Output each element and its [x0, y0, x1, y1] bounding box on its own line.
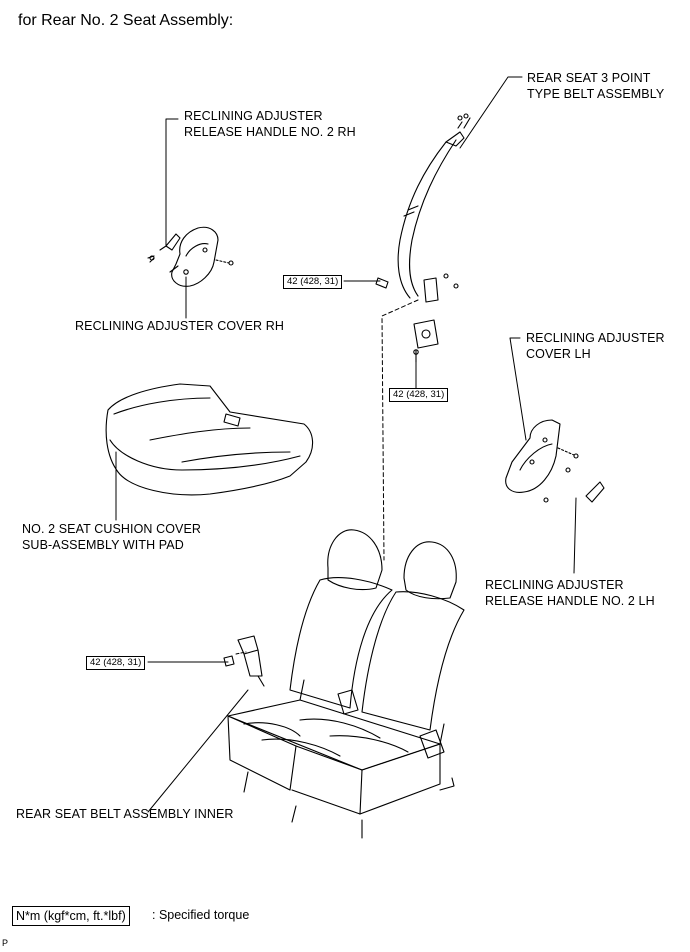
legend-meaning: : Specified torque: [152, 908, 250, 922]
corner-mark: P: [2, 938, 9, 948]
legend-unit-box: N*m (kgf*cm, ft.*lbf): [12, 906, 130, 926]
release-handle-rh: [147, 233, 234, 266]
page-heading: for Rear No. 2 Seat Assembly:: [18, 12, 234, 29]
rear-seat-frame: [227, 529, 465, 839]
label-belt-inner: REAR SEAT BELT ASSEMBLY INNER: [16, 807, 234, 821]
torque-inner-anchor: 42 (428, 31): [86, 656, 146, 670]
torque-upper-anchor: 42 (428, 31): [283, 275, 343, 289]
label-3-point-belt: REAR SEAT 3 POINT TYPE BELT ASSEMBLY: [527, 71, 665, 101]
label-release-handle-lh: RECLINING ADJUSTER RELEASE HANDLE NO. 2 …: [485, 578, 655, 608]
label-cover-lh: RECLINING ADJUSTER COVER LH: [526, 331, 665, 361]
seat-cushion: [105, 383, 314, 496]
leader-lines: [115, 76, 577, 813]
label-seat-cushion: NO. 2 SEAT CUSHION COVER SUB-ASSEMBLY WI…: [22, 522, 202, 552]
reclining-adjuster-cover-rh: [169, 226, 219, 287]
label-cover-rh: RECLINING ADJUSTER COVER RH: [75, 319, 284, 333]
release-handle-lh: [585, 481, 605, 503]
label-release-handle-rh: RECLINING ADJUSTER RELEASE HANDLE NO. 2 …: [184, 109, 356, 139]
rear-seat-belt-inner: [223, 635, 265, 687]
torque-lower-anchor: 42 (428, 31): [389, 388, 449, 402]
rear-seat-3-point-belt: [375, 113, 471, 363]
reclining-adjuster-cover-lh: [505, 419, 579, 503]
